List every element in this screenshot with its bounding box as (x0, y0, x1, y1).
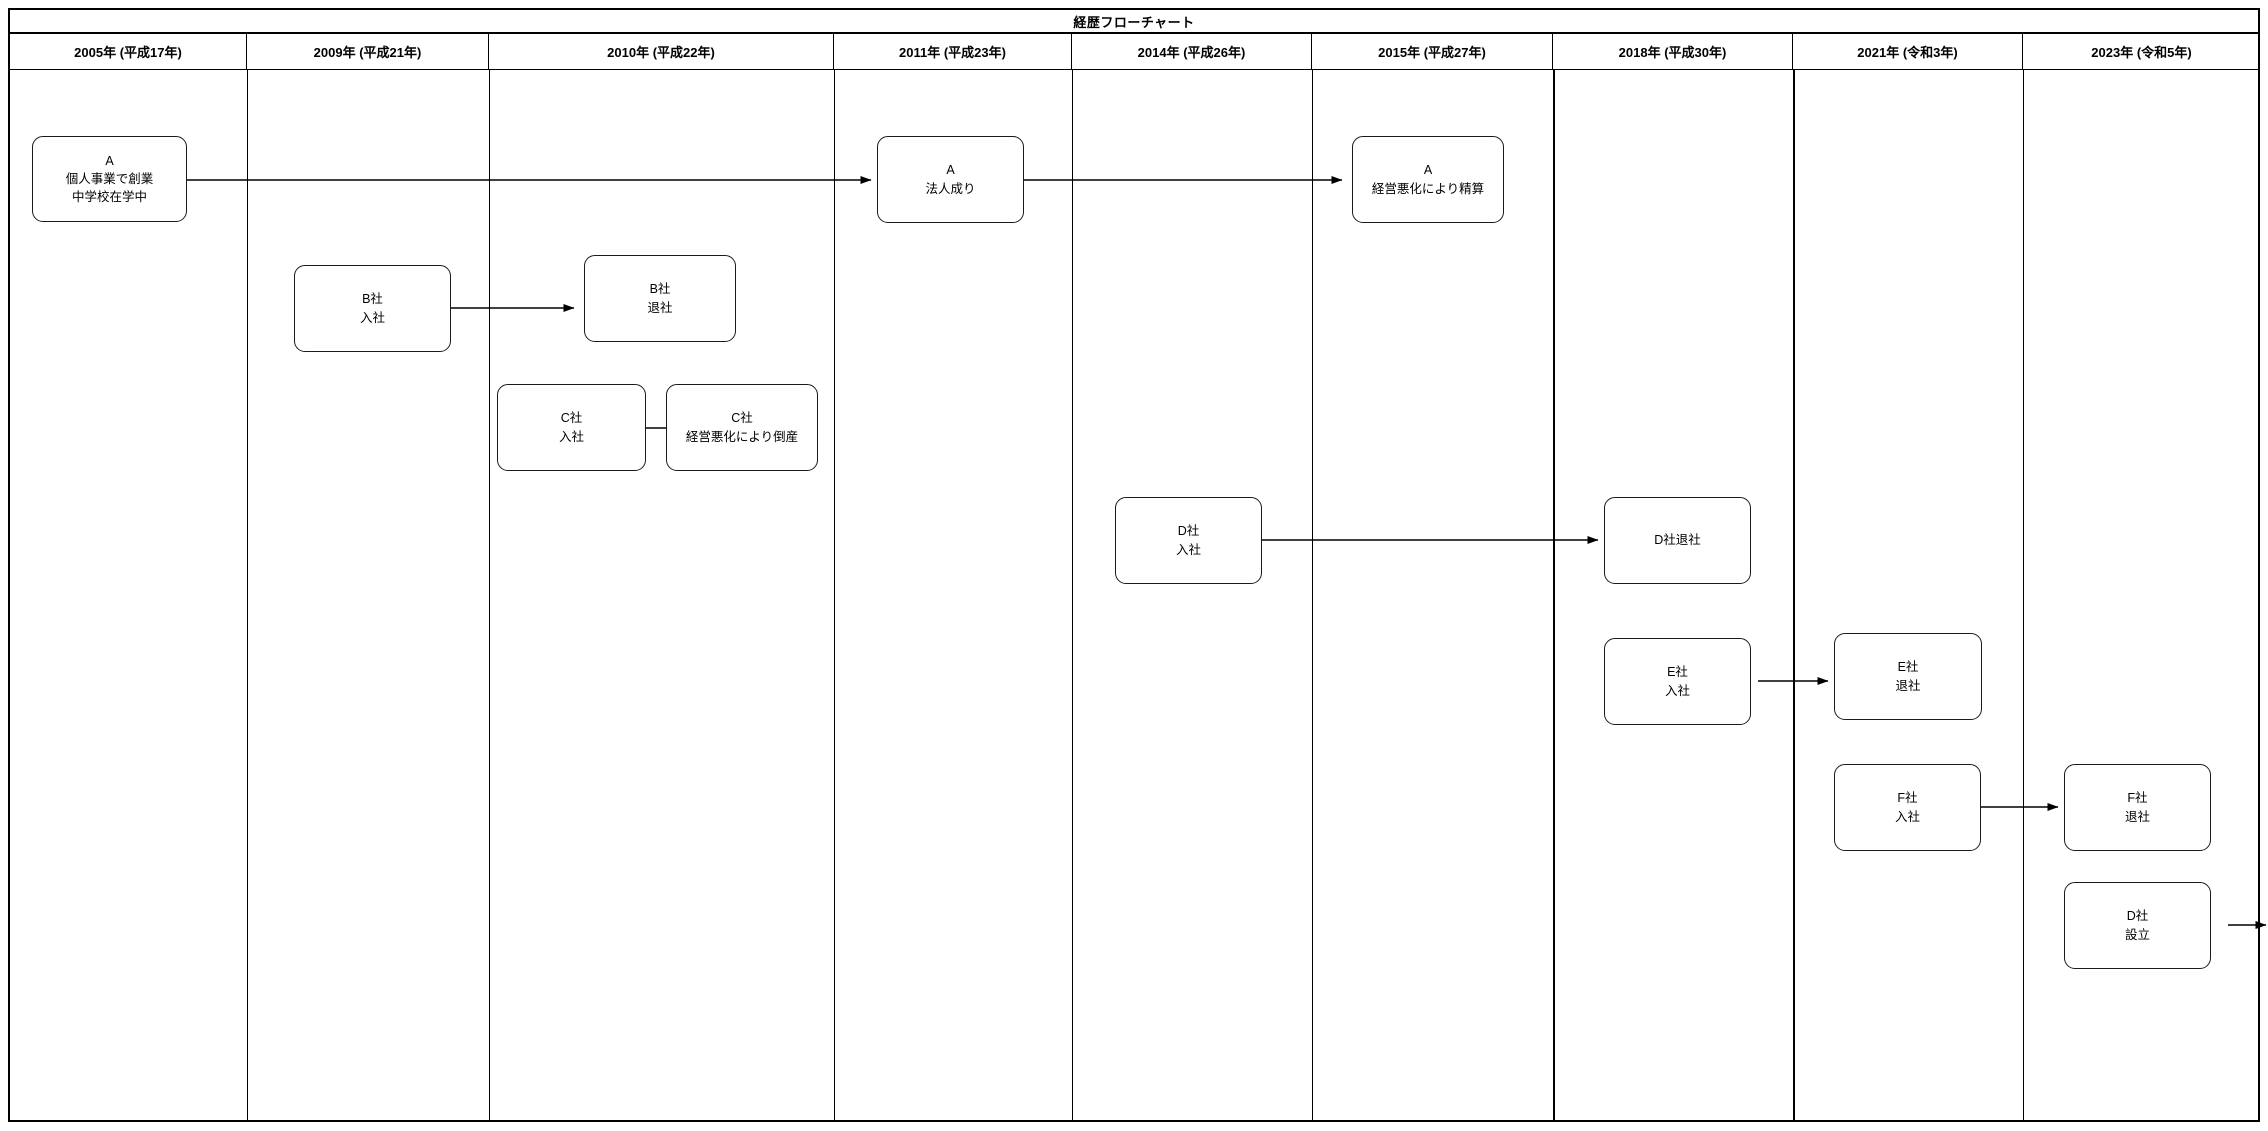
node-b-leave-line1: B社 (649, 282, 671, 297)
node-d-established[interactable]: D社 設立 (2064, 882, 2211, 969)
node-d-join-line1: D社 (1177, 524, 1200, 539)
node-c-bankrupt[interactable]: C社 経営悪化により倒産 (666, 384, 818, 471)
node-a-incorporated[interactable]: A 法人成り (877, 136, 1024, 223)
node-a-liquidated-line1: A (1423, 163, 1433, 178)
node-e-join[interactable]: E社 入社 (1604, 638, 1751, 725)
column-header-2005: 2005年 (平成17年) (10, 34, 247, 69)
node-f-join-line1: F社 (1897, 791, 1918, 806)
node-d-established-line2: 設立 (2124, 927, 2150, 942)
node-a-liquidated-line2: 経営悪化により精算 (1371, 181, 1485, 196)
column-header-2014: 2014年 (平成26年) (1072, 34, 1312, 69)
node-f-leave-line1: F社 (2127, 791, 2148, 806)
node-a-incorporated-line2: 法人成り (925, 181, 976, 196)
column-header-2011: 2011年 (平成23年) (834, 34, 1072, 69)
node-c-bankrupt-line1: C社 (731, 411, 753, 426)
lane-divider-7 (1793, 70, 1795, 1120)
lane-divider-6 (1553, 70, 1555, 1120)
node-d-established-line1: D社 (2126, 909, 2149, 924)
node-e-leave[interactable]: E社 退社 (1834, 633, 1982, 720)
column-header-2021: 2021年 (令和3年) (1793, 34, 2023, 69)
node-e-leave-line2: 退社 (1895, 678, 1921, 693)
node-a-founded-line1: A (105, 153, 114, 168)
node-f-leave-line2: 退社 (2124, 809, 2150, 824)
node-a-founded-line3: 中学校在学中 (71, 190, 147, 205)
node-e-leave-line1: E社 (1897, 660, 1919, 675)
node-d-leave[interactable]: D社退社 (1604, 497, 1751, 584)
node-c-bankrupt-line2: 経営悪化により倒産 (685, 429, 799, 444)
node-a-incorporated-line1: A (946, 163, 955, 178)
column-header-row: 2005年 (平成17年) 2009年 (平成21年) 2010年 (平成22年… (10, 34, 2258, 70)
node-c-join[interactable]: C社 入社 (497, 384, 646, 471)
column-header-2010: 2010年 (平成22年) (489, 34, 834, 69)
column-header-2023: 2023年 (令和5年) (2091, 45, 2192, 60)
node-d-join[interactable]: D社 入社 (1115, 497, 1262, 584)
node-a-founded-line2: 個人事業で創業 (65, 171, 154, 186)
node-b-join-line1: B社 (362, 292, 383, 307)
node-f-join[interactable]: F社 入社 (1834, 764, 1981, 851)
node-a-founded[interactable]: A 個人事業で創業 中学校在学中 (32, 136, 187, 222)
lane-divider-1 (247, 70, 248, 1120)
lane-divider-4 (1072, 70, 1073, 1120)
node-b-leave-line2: 退社 (647, 300, 673, 315)
node-b-join-line2: 入社 (359, 310, 385, 325)
page-title: 経歴フローチャート (1073, 14, 1195, 30)
node-e-join-line1: E社 (1667, 665, 1688, 680)
node-b-join[interactable]: B社 入社 (294, 265, 451, 352)
lane-divider-8 (2023, 70, 2024, 1120)
node-c-join-line2: 入社 (558, 429, 584, 444)
column-header-2015: 2015年 (平成27年) (1312, 34, 1553, 69)
lane-body (10, 70, 2258, 1120)
column-header-2018: 2018年 (平成30年) (1553, 34, 1793, 69)
node-d-leave-line1: D社退社 (1654, 533, 1701, 548)
chart-title-row: 経歴フローチャート (10, 10, 2258, 34)
node-f-join-line2: 入社 (1894, 809, 1920, 824)
node-f-leave[interactable]: F社 退社 (2064, 764, 2211, 851)
node-b-leave[interactable]: B社 退社 (584, 255, 736, 342)
node-c-join-line1: C社 (560, 411, 583, 426)
node-d-join-line2: 入社 (1175, 542, 1201, 557)
column-header-2009: 2009年 (平成21年) (247, 34, 489, 69)
lane-divider-5 (1312, 70, 1313, 1120)
node-e-join-line2: 入社 (1664, 683, 1690, 698)
node-a-liquidated[interactable]: A 経営悪化により精算 (1352, 136, 1504, 223)
lane-divider-2 (489, 70, 490, 1120)
lane-divider-3 (834, 70, 835, 1120)
